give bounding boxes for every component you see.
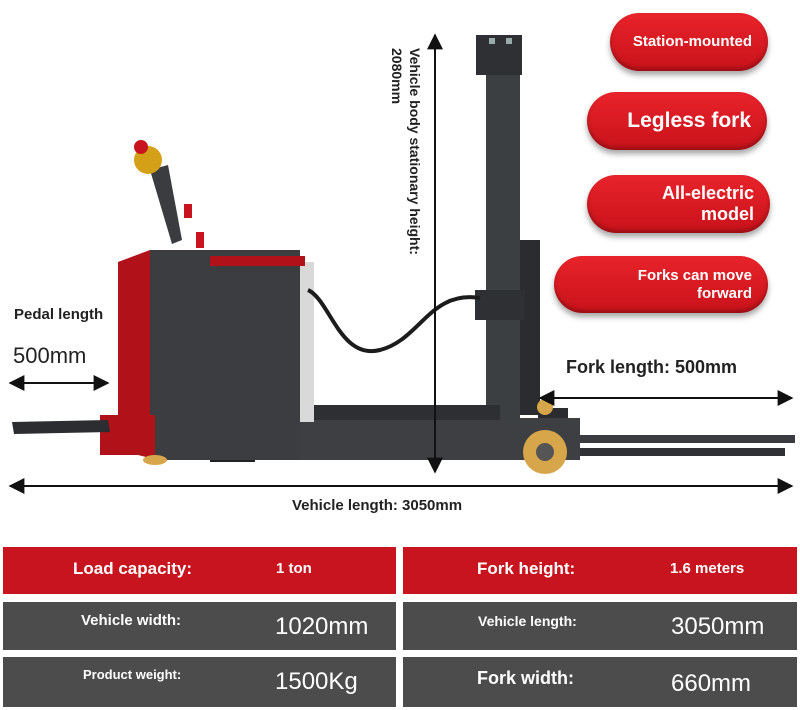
stacker-illustration (8, 33, 795, 494)
spec-load-capacity-label: Load capacity: (73, 559, 193, 578)
wheels (143, 399, 567, 474)
badge-all-electric-text: All-electric model (661, 183, 754, 224)
spec-product-weight-value: 1500Kg (275, 668, 358, 695)
spec-load-capacity-value: 1 ton (276, 560, 312, 577)
spec-fork-width-label: Fork width: (477, 668, 574, 688)
spec-vehicle-width-value: 1020mm (275, 613, 369, 640)
spec-product-weight-label: Product weight: (83, 667, 182, 682)
pedal-length-value: 500mm (13, 343, 87, 368)
spec-fork-height-value: 1.6 meters (670, 560, 745, 577)
spec-vehicle-width: Vehicle width: 1020mm (3, 602, 396, 650)
pedal-length-label: Pedal length (14, 306, 104, 323)
badge-all-electric: All-electric model (587, 175, 770, 233)
spec-fork-width: Fork width: 660mm (403, 657, 797, 707)
spec-vehicle-length-value: 3050mm (671, 613, 765, 640)
spec-fork-height: Fork height: 1.6 meters (403, 547, 797, 594)
spec-product-weight: Product weight: 1500Kg (3, 657, 396, 707)
badge-station-mounted: Station-mounted (610, 13, 768, 71)
mast (475, 35, 540, 420)
vehicle-height-label: Vehicle body stationary height: 2080mm (389, 48, 423, 255)
badge-legless-fork-text: Legless fork (627, 108, 751, 132)
spec-vehicle-length: Vehicle length: 3050mm (403, 602, 797, 650)
tiller-handle (134, 140, 204, 248)
spec-fork-height-label: Fork height: (477, 559, 576, 578)
spec-vehicle-length-label: Vehicle length: (478, 613, 577, 629)
badge-forks-move-text: Forks can move forward (637, 267, 752, 302)
badge-station-mounted-text: Station-mounted (632, 33, 752, 51)
cable (306, 288, 481, 354)
spec-vehicle-width-label: Vehicle width: (81, 612, 182, 629)
pedal (12, 420, 110, 434)
spec-fork-width-value: 660mm (671, 670, 752, 697)
fork-length-label: Fork length: 500mm (566, 357, 738, 377)
vehicle-length-label: Vehicle length: 3050mm (292, 497, 463, 514)
badge-legless-fork: Legless fork (587, 92, 767, 150)
vehicle-body (100, 250, 580, 462)
spec-load-capacity: Load capacity: 1 ton (3, 547, 396, 594)
badge-forks-move: Forks can move forward (554, 256, 768, 313)
